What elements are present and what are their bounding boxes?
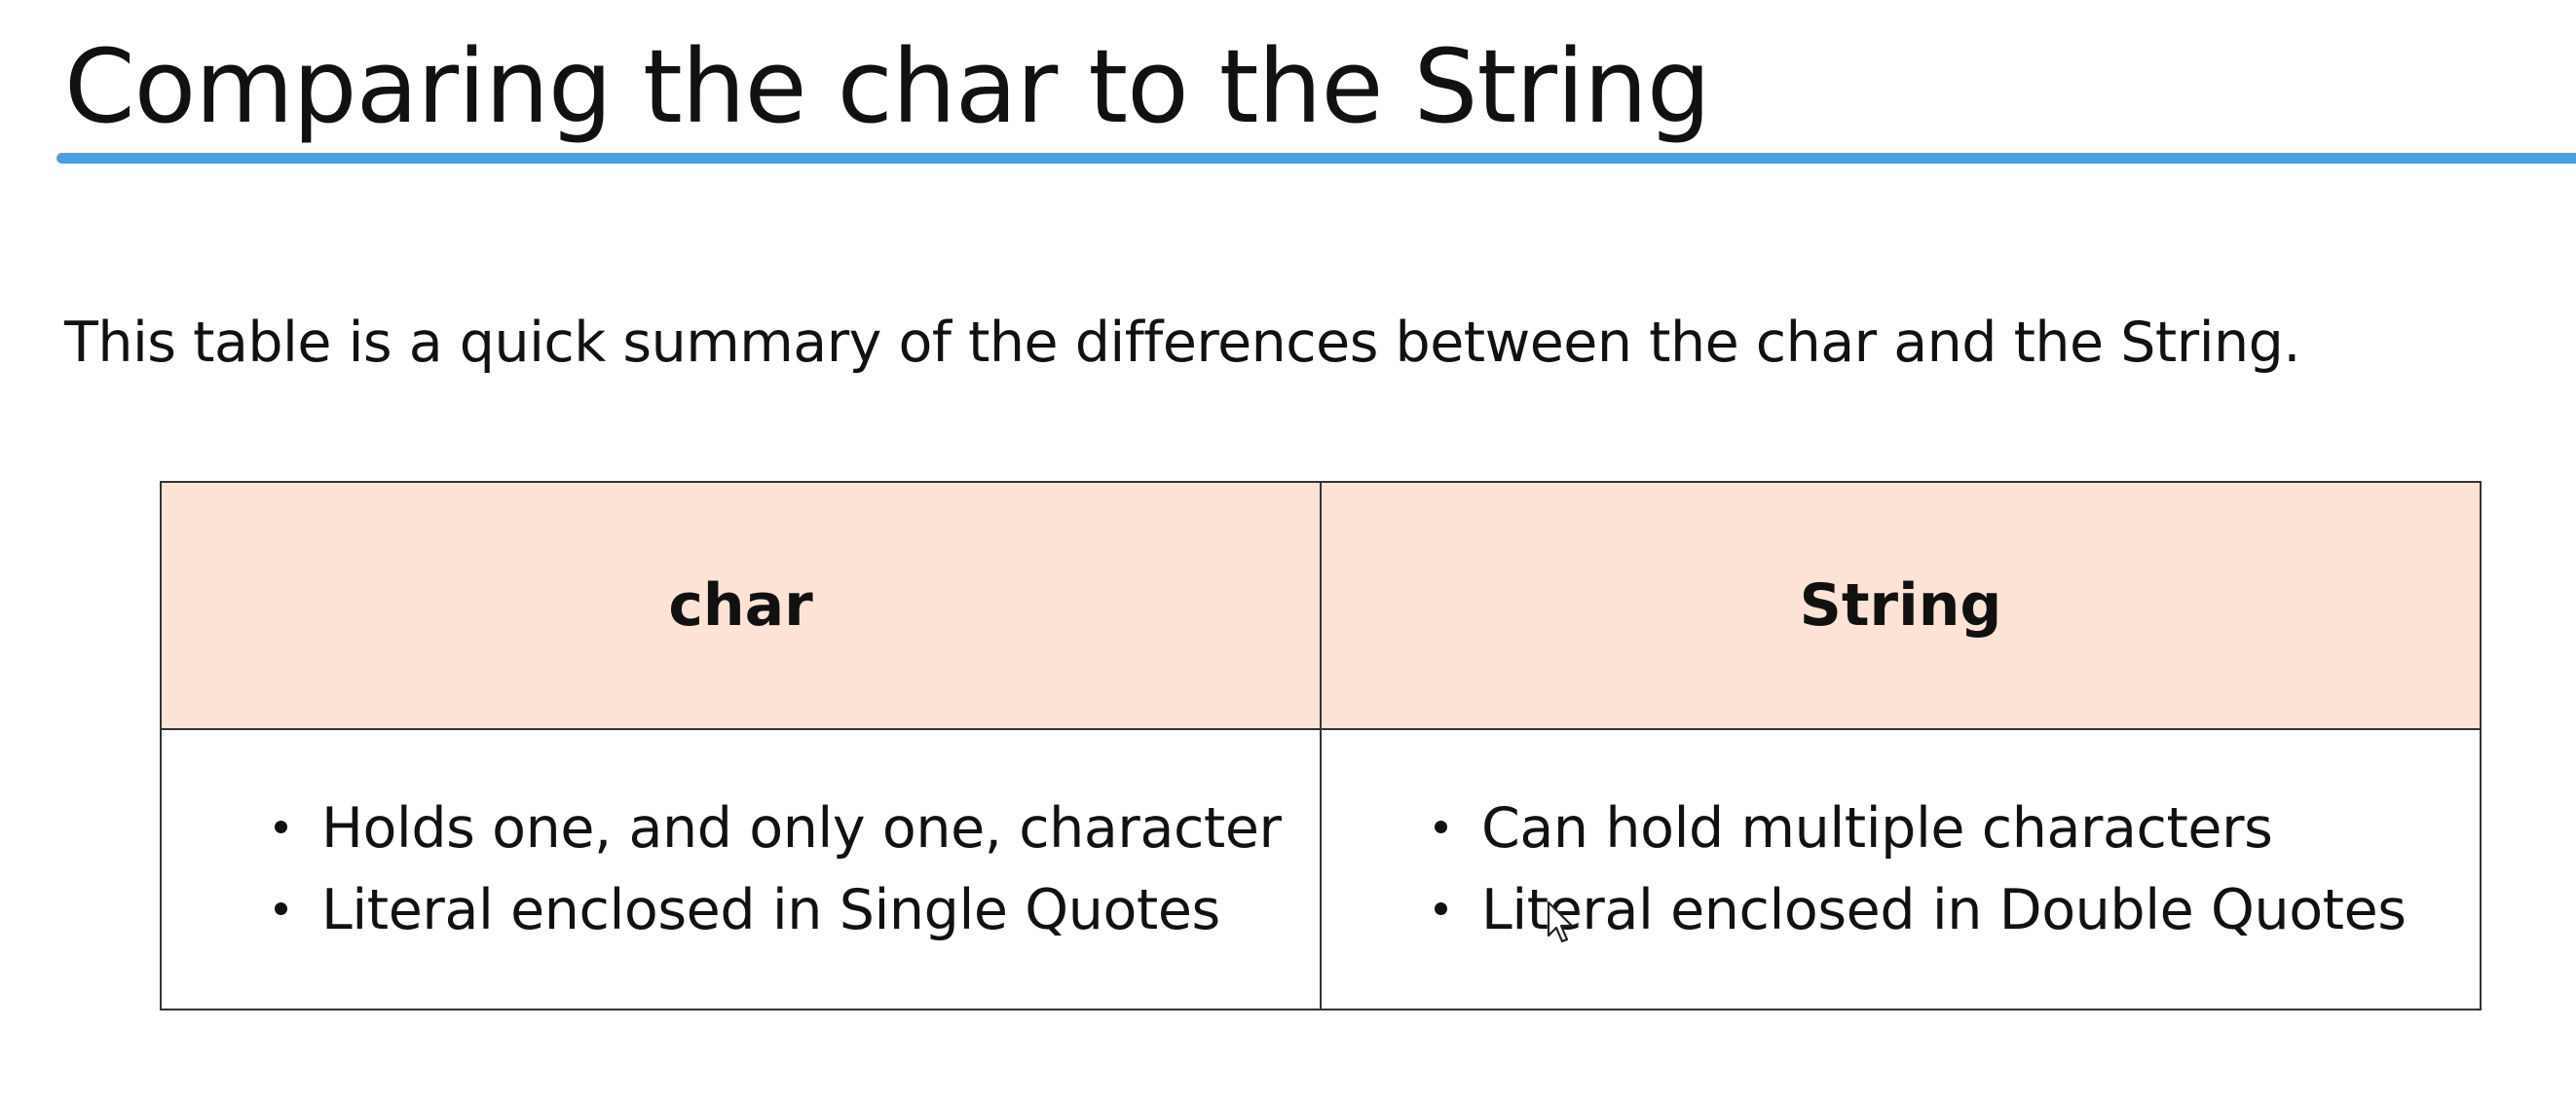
comparison-table: char String Holds one, and only one, cha… (160, 481, 2482, 1010)
list-item-text: Can hold multiple characters (1481, 796, 2273, 861)
title-underline (56, 153, 2576, 164)
list-item: Holds one, and only one, character (263, 788, 1320, 869)
slide-title: Comparing the char to the String (64, 27, 1711, 146)
intro-text: This table is a quick summary of the dif… (64, 311, 2300, 375)
mouse-pointer-icon (1547, 900, 1574, 943)
string-bullet-list: Can hold multiple characters Literal enc… (1423, 788, 2480, 951)
char-bullet-list: Holds one, and only one, character Liter… (263, 788, 1320, 951)
bullet-icon (1435, 902, 1447, 915)
list-item-text: Holds one, and only one, character (321, 796, 1282, 861)
table-row: Holds one, and only one, character Liter… (160, 728, 2482, 1010)
list-item: Literal enclosed in Double Quotes (1423, 869, 2480, 951)
string-cell: Can hold multiple characters Literal enc… (1320, 728, 2482, 1010)
bullet-icon (275, 902, 287, 915)
list-item: Literal enclosed in Single Quotes (263, 869, 1320, 951)
bullet-icon (275, 821, 287, 833)
table-header-row: char String (160, 481, 2482, 730)
header-string: String (1320, 481, 2482, 730)
char-cell: Holds one, and only one, character Liter… (160, 728, 1322, 1010)
bullet-icon (1435, 821, 1447, 833)
list-item-text: Literal enclosed in Double Quotes (1481, 878, 2407, 942)
header-char: char (160, 481, 1322, 730)
list-item-text: Literal enclosed in Single Quotes (321, 878, 1220, 942)
list-item: Can hold multiple characters (1423, 788, 2480, 869)
